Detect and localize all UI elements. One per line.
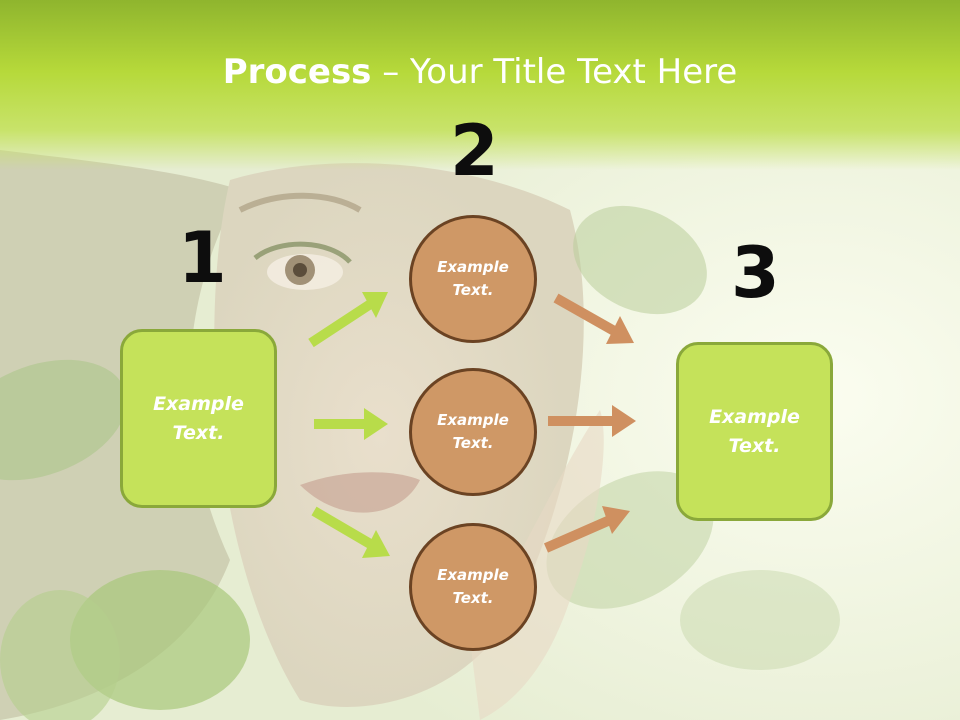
arrow-brown-middle <box>548 405 636 437</box>
arrow-green-down <box>311 506 390 558</box>
step-number-2: 2 <box>450 110 499 192</box>
title-bold: Process <box>222 52 372 92</box>
circle-top-line1: Example <box>437 258 509 276</box>
arrow-brown-up <box>543 506 630 553</box>
circle-bottom-line1: Example <box>437 566 509 584</box>
slide-title: Process – Your Title Text Here <box>0 52 960 92</box>
step-number-3: 3 <box>731 232 780 314</box>
left-box-line1: Example <box>153 392 244 415</box>
circle-middle-line2: Text. <box>452 434 494 452</box>
arrow-green-middle <box>314 408 388 440</box>
circle-bottom-line2: Text. <box>452 589 494 607</box>
circle-top-line2: Text. <box>452 281 494 299</box>
circle-middle-line1: Example <box>437 411 509 429</box>
title-rest: – Your Title Text Here <box>371 52 738 92</box>
step-number-1: 1 <box>178 217 227 299</box>
arrow-green-up <box>308 292 388 348</box>
right-box-line2: Text. <box>728 434 781 457</box>
right-box-line1: Example <box>709 405 800 428</box>
left-box-line2: Text. <box>172 421 225 444</box>
arrow-brown-down <box>553 293 634 344</box>
